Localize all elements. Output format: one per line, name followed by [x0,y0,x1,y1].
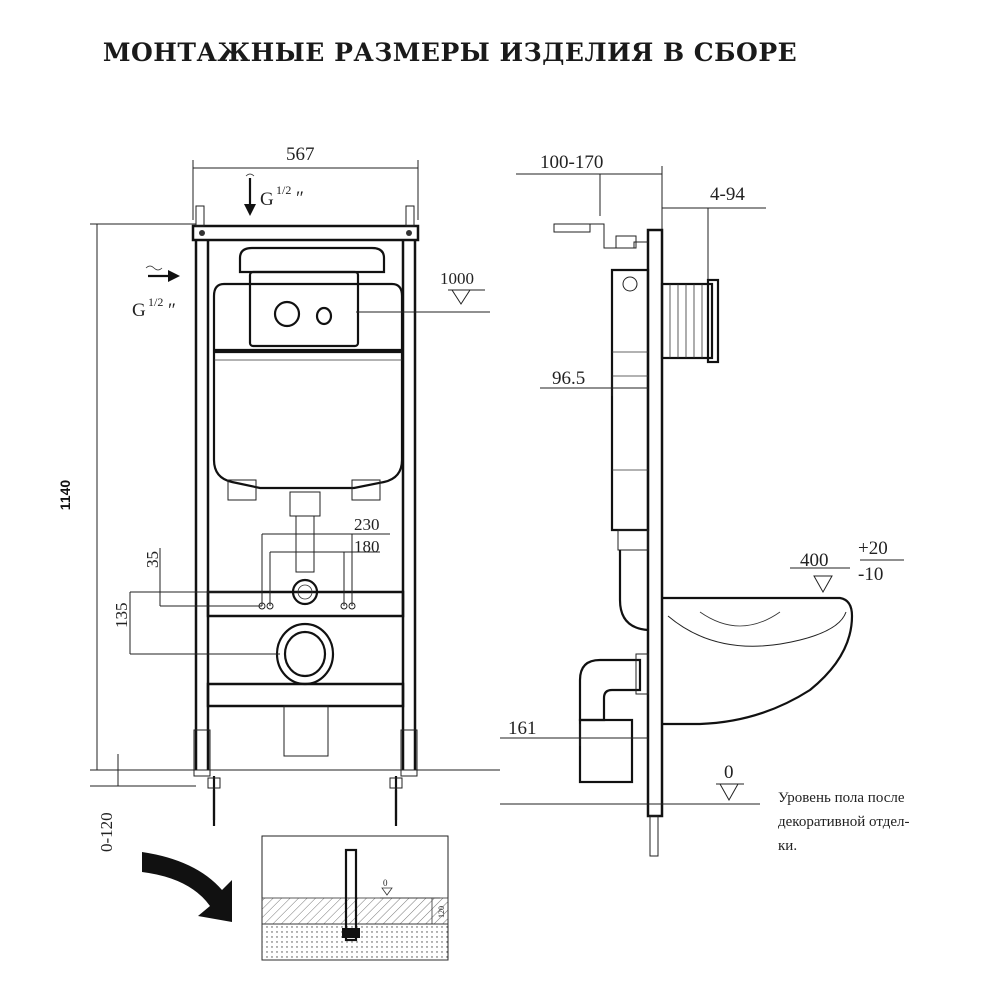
flush-button-plate [248,270,360,348]
cistern-depth-dimension: 96.5 [540,368,648,396]
bowl-height-marker: 400 +20 -10 [790,538,904,594]
side-inlet-inch: ″ [168,300,176,321]
height-label: 1140 [57,480,73,511]
outer-spacing-label: 230 [354,515,380,534]
button-level-label: 1000 [440,269,474,288]
top-inlet-label: G 1/2 ″ [244,173,304,216]
wall-range-label: 4-94 [710,184,745,205]
side-inlet-label: G 1/2 ″ [132,265,180,321]
toilet-bowl [662,596,854,726]
width-dimension: 567 [192,144,419,220]
bowl-level-label: 400 [800,550,829,571]
installation-frame [191,205,420,820]
top-bracket [553,223,648,249]
depth-range-label: 100-170 [540,152,603,173]
drain-outlets [275,578,335,686]
top-inlet-letter: G [260,189,274,210]
stud-spacing-dimension: 230 180 [258,515,390,610]
vertical-offsets: 35 135 [112,548,280,655]
frame-upright [646,228,664,818]
side-view: 100-170 4-94 [500,152,909,857]
cistern-side [610,268,650,632]
wall-range-dimension: 4-94 [662,184,766,290]
floor-detail: 0 120 [142,835,449,961]
side-inlet-letter: G [132,300,146,321]
inner-spacing-label: 180 [354,537,380,556]
width-label: 567 [286,144,315,165]
button-mount [660,278,720,364]
floor-adjust-label: 0-120 [97,812,116,852]
floor-note-line3: ки. [778,838,797,854]
bowl-tolerance-plus: +20 [858,538,888,559]
drain-depth-label: 161 [508,718,537,739]
top-inlet-inch: ″ [296,188,304,209]
cistern-depth-label: 96.5 [552,368,585,389]
floor-note-line2: декоративной отдел- [778,814,909,830]
floor-note: Уровень пола после декоративной отдел- к… [778,790,909,854]
drain-elbow [578,653,649,784]
height-dimension: 1140 [57,223,196,771]
offset-drain-label: 135 [112,603,131,629]
offset-top-label: 35 [143,551,162,568]
top-inlet-fraction: 1/2 [276,183,291,197]
depth-range-dimension: 100-170 [516,152,663,232]
floor-level-marker: 0 [500,762,760,805]
page-title: МОНТАЖНЫЕ РАЗМЕРЫ ИЗДЕЛИЯ В СБОРЕ [102,38,798,67]
front-view: 567 1140 G 1/2 ″ [57,144,500,852]
floor-note-line1: Уровень пола после [778,790,905,806]
floor-level-label: 0 [724,762,734,783]
detail-zero-label: 0 [383,878,388,888]
button-level-marker: 1000 [356,269,490,313]
bowl-tolerance-minus: -10 [858,564,883,585]
floor-adjustment: 0-120 [90,754,500,852]
drain-depth-dimension: 161 [500,718,648,746]
curved-arrow-icon [142,852,232,922]
side-inlet-fraction: 1/2 [148,295,163,309]
detail-depth-label: 120 [437,906,446,918]
cistern [212,246,404,573]
